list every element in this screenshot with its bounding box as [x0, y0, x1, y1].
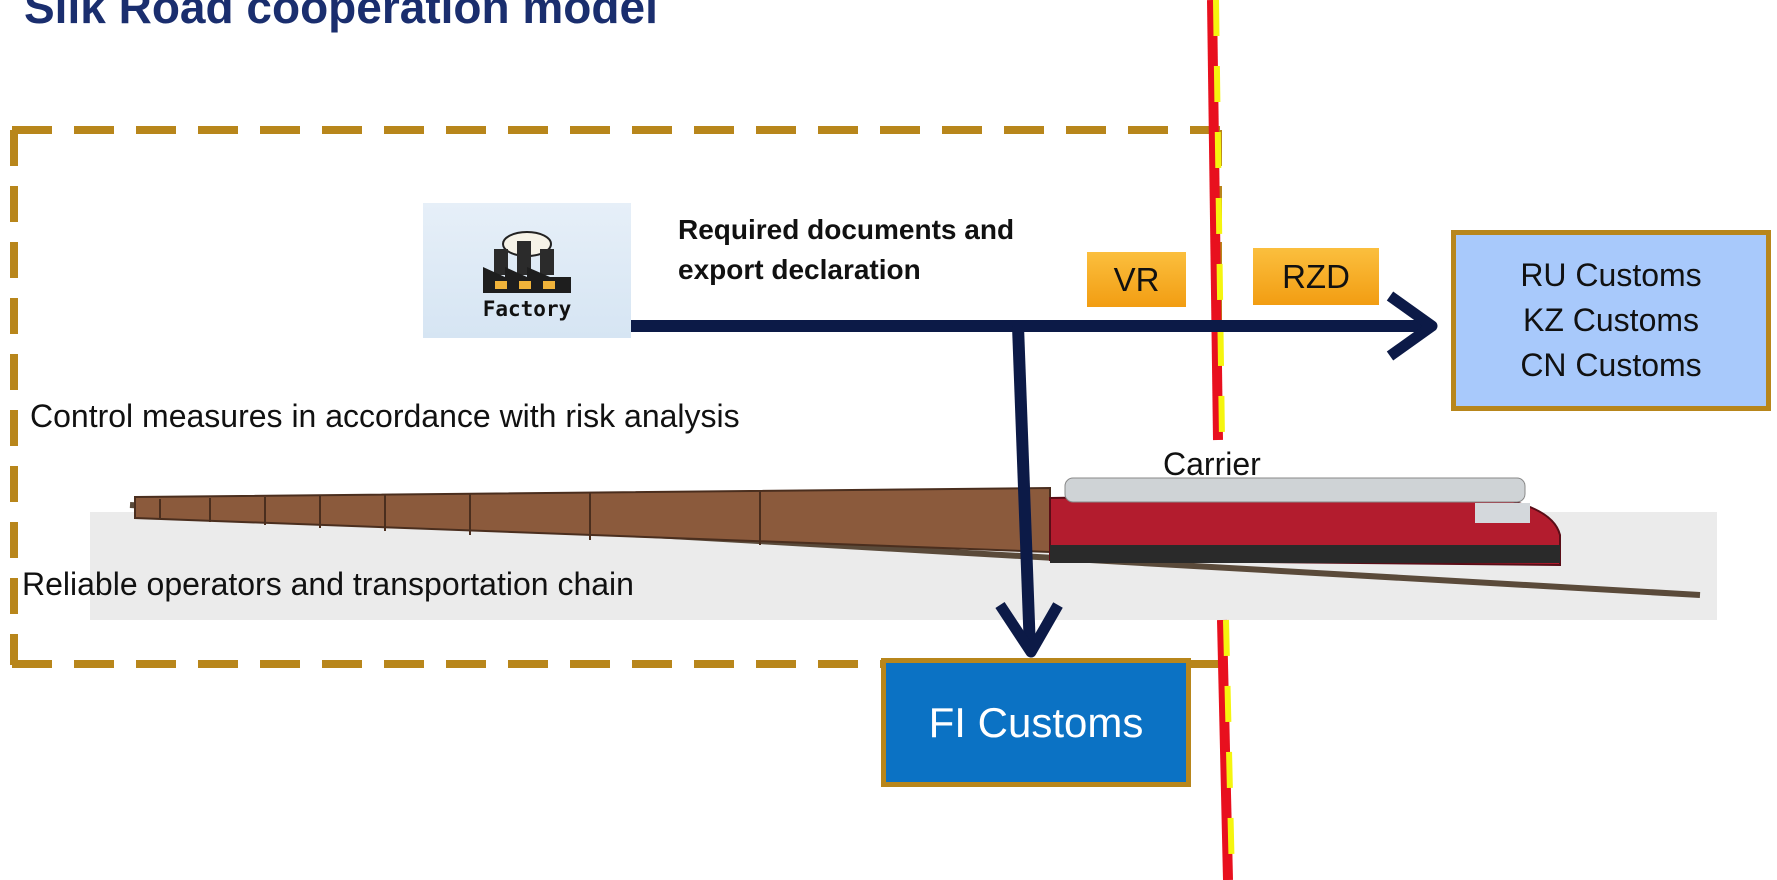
- operator-tag-rzd: RZD: [1253, 248, 1379, 305]
- factory-image: Factory: [423, 203, 631, 338]
- carrier-label: Carrier: [1163, 446, 1261, 482]
- customs-ru: RU Customs: [1520, 257, 1702, 293]
- border-line: [1207, 0, 1235, 880]
- train-illustration: [129, 477, 1701, 598]
- customs-cn: CN Customs: [1520, 347, 1702, 383]
- fi-customs-box: FI Customs: [881, 658, 1191, 787]
- customs-kz: KZ Customs: [1522, 302, 1700, 338]
- customs-fi: FI Customs: [928, 698, 1144, 746]
- operator-tag-vr: VR: [1087, 252, 1186, 307]
- factory-label: Factory: [482, 297, 572, 321]
- foreign-customs-box: RU Customs KZ Customs CN Customs: [1451, 230, 1771, 411]
- locomotive: [1049, 477, 1561, 567]
- documents-label-line-1: Required documents and: [678, 214, 1015, 245]
- export-arrow-head: [1386, 291, 1438, 361]
- control-measures-text: Control measures in accordance with risk…: [30, 398, 740, 434]
- fi-arrow-line: [1012, 325, 1036, 651]
- documents-label-line-2: export declaration: [678, 254, 921, 285]
- page-title: Silk Road cooperation model: [24, 0, 658, 33]
- factory-icon: [483, 231, 571, 293]
- reliable-chain-text: Reliable operators and transportation ch…: [22, 566, 634, 602]
- fi-arrow-head: [995, 601, 1063, 658]
- documents-label: Required documents and export declaratio…: [678, 210, 1098, 290]
